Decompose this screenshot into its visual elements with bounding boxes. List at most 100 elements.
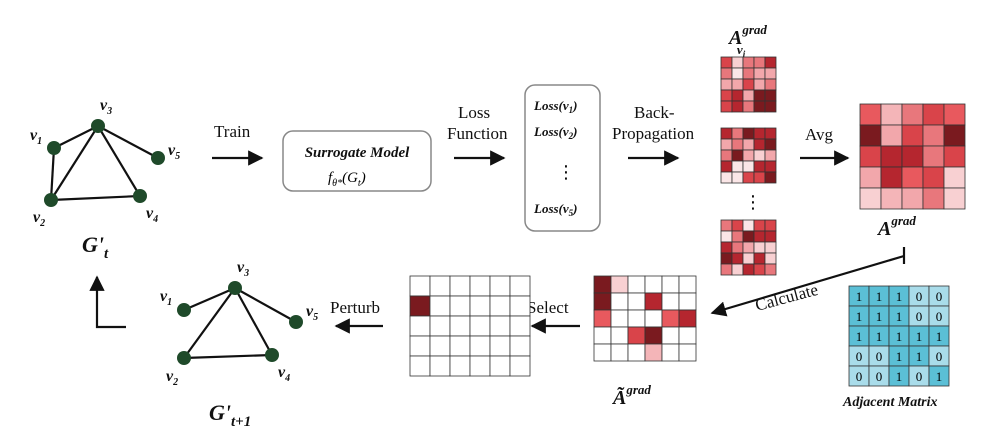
a-grad-cell xyxy=(922,187,945,210)
adj-value: 0 xyxy=(876,369,883,384)
a-tilde-cell xyxy=(593,292,612,311)
gradient-cell xyxy=(764,219,777,232)
perturb-cell xyxy=(449,315,471,337)
edge xyxy=(97,125,141,197)
gradient-cell xyxy=(764,78,777,91)
a-tilde-cell xyxy=(678,275,697,294)
surrogate-model-box: Surrogate Model fθ*(Gt) xyxy=(282,130,432,192)
adj-value: 0 xyxy=(856,369,863,384)
a-tilde-cell xyxy=(644,326,663,345)
perturb-cell xyxy=(469,315,491,337)
adj-value: 1 xyxy=(896,309,903,324)
gradient-cell xyxy=(720,127,733,140)
node-v1 xyxy=(47,141,61,155)
perturb-cell xyxy=(449,275,471,297)
gradient-cell xyxy=(720,149,733,162)
a-tilde-cell xyxy=(593,343,612,362)
a-grad-cell xyxy=(859,103,882,126)
a-tilde-cell xyxy=(627,292,646,311)
a-tilde-cell xyxy=(661,275,680,294)
node-v2 xyxy=(44,193,58,207)
perturbation-matrix xyxy=(409,275,531,377)
a-tilde-cell xyxy=(593,309,612,328)
gradient-cell xyxy=(764,149,777,162)
adj-value: 0 xyxy=(876,349,883,364)
edge xyxy=(183,353,273,360)
gradient-cell xyxy=(764,230,777,243)
gradient-cell xyxy=(753,252,766,265)
calculate-arrow xyxy=(710,254,905,317)
select-label: Select xyxy=(527,298,569,317)
a-grad-cell xyxy=(922,166,945,189)
gradient-cell xyxy=(720,56,733,69)
a-tilde-cell xyxy=(593,275,612,294)
a-grad-cell xyxy=(901,187,924,210)
perturb-cell xyxy=(489,335,511,357)
gradient-cell xyxy=(742,230,755,243)
adj-value: 1 xyxy=(896,369,903,384)
surrogate-formula: fθ*(Gt) xyxy=(328,170,366,189)
node-label: v1 xyxy=(30,127,42,147)
node-v4 xyxy=(265,348,279,362)
graph-top: v1 v3 v5 v2 v4 G't xyxy=(30,97,180,262)
adj-value: 1 xyxy=(936,369,943,384)
gradient-cell xyxy=(764,100,777,113)
gradient-cell xyxy=(764,138,777,151)
perturb-cell xyxy=(429,275,451,297)
loss-v2: Loss(v2) xyxy=(533,124,578,141)
gradient-cell xyxy=(731,127,744,140)
perturb-cell xyxy=(509,315,531,337)
perturb-cell xyxy=(509,275,531,297)
a-tilde-cell xyxy=(678,343,697,362)
gradient-cell xyxy=(753,127,766,140)
node-v5 xyxy=(289,315,303,329)
a-tilde-cell xyxy=(661,309,680,328)
a-grad-cell xyxy=(922,124,945,147)
a-grad-cell xyxy=(859,124,882,147)
node-v3 xyxy=(228,281,242,295)
gradient-cell xyxy=(742,263,755,276)
loss-box: Loss(v1) Loss(v2) ⋮ Loss(v5) xyxy=(524,84,601,232)
gradient-cell xyxy=(753,241,766,254)
gradient-cell xyxy=(731,219,744,232)
adjacent-matrix-label: Adjacent Matrix xyxy=(842,395,938,410)
a-tilde-cell xyxy=(644,292,663,311)
gradient-cell xyxy=(742,149,755,162)
adj-value: 1 xyxy=(856,289,863,304)
gradient-cell xyxy=(764,89,777,102)
gradient-cell xyxy=(731,100,744,113)
node-label: v4 xyxy=(278,364,290,384)
a-tilde-cell xyxy=(678,292,697,311)
gradient-cell xyxy=(753,171,766,184)
train-label: Train xyxy=(214,122,251,141)
gradient-cell xyxy=(764,171,777,184)
loss-v1: Loss(v1) xyxy=(533,98,578,115)
adj-value: 0 xyxy=(916,369,923,384)
loss-v5: Loss(v5) xyxy=(533,201,578,218)
a-grad-cell xyxy=(901,124,924,147)
a-tilde-cell xyxy=(610,292,629,311)
gradient-cell xyxy=(720,230,733,243)
perturb-cell xyxy=(469,335,491,357)
perturb-cell xyxy=(429,335,451,357)
node-label: v1 xyxy=(160,288,172,308)
a-grad-cell xyxy=(943,166,966,189)
a-grad-cell xyxy=(943,145,966,168)
edge xyxy=(50,194,141,202)
backprop-label-1: Back- xyxy=(634,103,675,122)
gradient-matrices xyxy=(720,56,777,276)
node-v4 xyxy=(133,189,147,203)
adj-cell xyxy=(928,365,950,387)
perturb-cell xyxy=(489,295,511,317)
adj-value: 1 xyxy=(876,289,883,304)
perturb-label: Perturb xyxy=(330,298,380,317)
gradient-cell xyxy=(742,67,755,80)
gradient-cell xyxy=(753,230,766,243)
gradient-cell xyxy=(753,89,766,102)
a-tilde-cell xyxy=(627,275,646,294)
node-label: v5 xyxy=(306,303,318,323)
gradient-cell xyxy=(731,67,744,80)
a-grad-cell xyxy=(922,145,945,168)
a-tilde-cell xyxy=(627,309,646,328)
perturb-cell xyxy=(409,295,431,317)
